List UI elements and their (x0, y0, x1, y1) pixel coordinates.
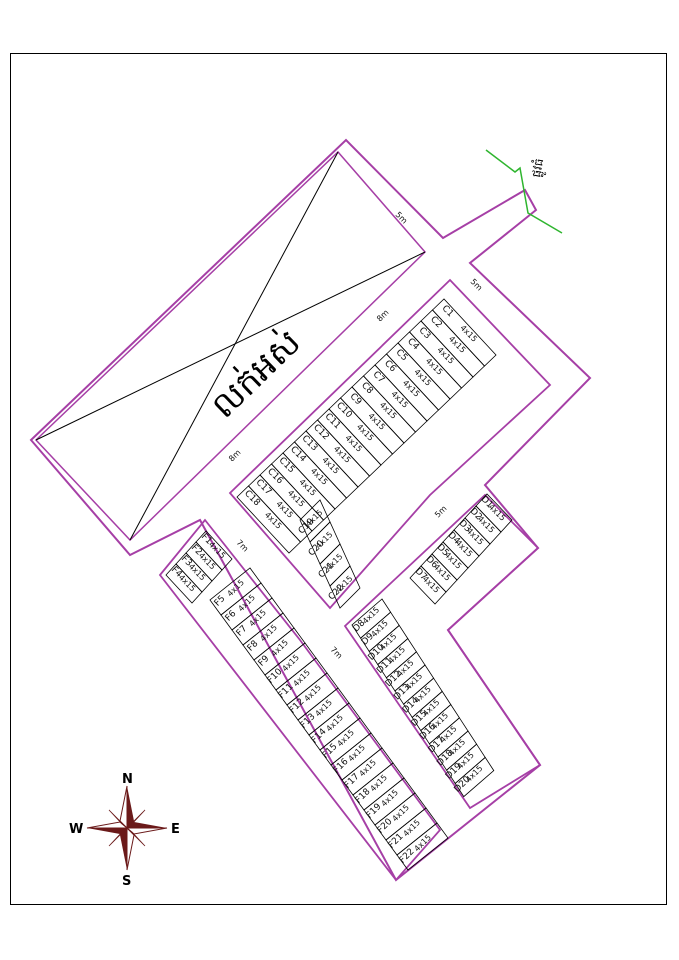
f-lot-label-f22: F22 (398, 847, 417, 866)
road-label-8m-b: 8m (227, 448, 243, 464)
block-f-outline (158, 518, 442, 882)
block-d-lots: D74x15D64x15D54x15D44x15D34x15D24x15D14x… (351, 493, 513, 798)
compass-w: W (69, 822, 83, 837)
f-lot-dim-f15: 4x15 (335, 728, 356, 749)
d-lot-dim-d5: 4x15 (443, 550, 464, 571)
c-lot-c1 (431, 298, 497, 367)
d-lot-dim-d2: 4x15 (476, 514, 497, 535)
f-lot-dim-f10: 4x15 (280, 653, 301, 674)
road-label-8m-a: 8m (375, 308, 391, 324)
d-lot-dim-d6: 4x15 (432, 562, 453, 583)
compass-rose: N S E W (69, 772, 180, 889)
c-lot-label-c6: C6 (382, 359, 398, 375)
road-label-5m-c: 5m (433, 504, 449, 520)
f-lot-label-f12: F12 (288, 697, 307, 716)
f-lot-label-f21: F21 (387, 832, 406, 851)
compass-s: S (122, 874, 131, 889)
f-lot-dim-f20: 4x15 (390, 803, 411, 824)
f-lot-dim-f17: 4x15 (357, 758, 378, 779)
block-d-outline (343, 493, 542, 810)
f-lot-dim-f11: 4x15 (291, 668, 312, 689)
compass-n: N (122, 772, 133, 787)
f-lot-dim-f8: 4x15 (258, 623, 279, 644)
site-boundary (29, 138, 592, 882)
c-lot-label-c8: C8 (359, 381, 375, 397)
d-lot-dim-d1: 4x15 (487, 502, 508, 523)
d-lot-d1 (475, 493, 513, 533)
f-lot-f1 (195, 530, 233, 571)
f-lot-dim-f12: 4x15 (302, 683, 323, 704)
road-label-7m-b: 7m (329, 645, 345, 661)
f-lot-label-f15: F15 (321, 742, 340, 761)
c-lot-label-c3: C3 (417, 326, 433, 342)
block-c-outline (228, 278, 552, 610)
d-lot-d20 (454, 756, 495, 798)
c-lot-c22 (329, 565, 361, 609)
f-lot-dim-f9: 4x15 (269, 638, 290, 659)
compass-e: E (171, 822, 180, 837)
f-lot-f22 (396, 822, 449, 871)
f-lot-label-f11: F11 (277, 682, 296, 701)
c-lot-label-c5: C5 (394, 348, 410, 364)
main-road-label: ផ្លូវធំ (528, 157, 549, 179)
road-label-7m-a: 7m (235, 538, 251, 554)
map-frame (10, 53, 667, 905)
f-lot-dim-f19: 4x15 (379, 788, 400, 809)
c-lot-label-c4: C4 (405, 337, 421, 353)
road-label-5m-b: 5m (469, 277, 485, 293)
c-lot-label-c9: C9 (348, 392, 364, 408)
f-lot-dim-f6: 4x15 (236, 593, 257, 614)
f-lot-dim-f21: 4x15 (401, 818, 422, 839)
f-lot-label-f13: F13 (299, 712, 318, 731)
f-lot-dim-f18: 4x15 (368, 773, 389, 794)
c-lot-label-c1: C1 (440, 304, 456, 320)
main-road-marker (485, 149, 563, 234)
sold-plot-label: លក់អស់ (202, 321, 309, 426)
c-lot-label-c7: C7 (371, 370, 387, 386)
d-lot-dim-d4: 4x15 (454, 538, 475, 559)
sold-plot-cross-a (35, 251, 426, 441)
d-lot-dim-d7: 4x15 (421, 574, 442, 595)
f-lot-dim-f5: 4x15 (225, 578, 246, 599)
f-lot-dim-f14: 4x15 (324, 713, 345, 734)
d-lot-dim-d3: 4x15 (465, 526, 486, 547)
f-lot-dim-f16: 4x15 (346, 743, 367, 764)
c-lot-label-c2: C2 (428, 315, 444, 331)
sold-plot-cross-b (129, 151, 339, 541)
road-label-5m-a: 5m (394, 210, 410, 226)
f-lot-dim-f13: 4x15 (313, 698, 334, 719)
